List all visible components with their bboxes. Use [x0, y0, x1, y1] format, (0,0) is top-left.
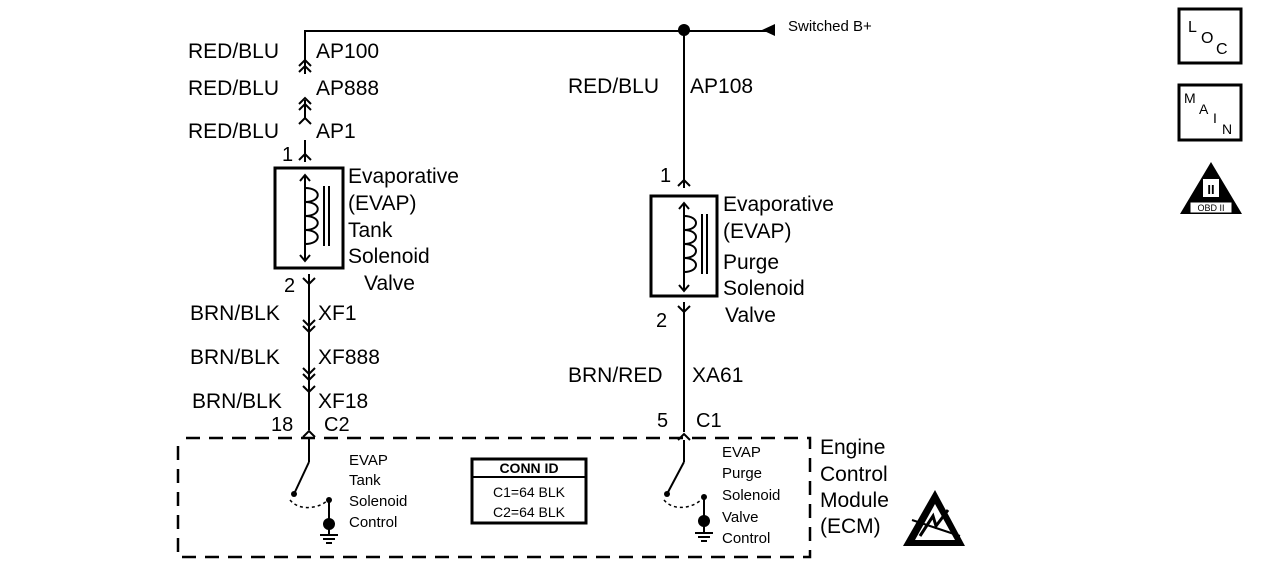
svg-text:II: II: [1207, 182, 1214, 197]
conn-id-row: C2=64 BLK: [493, 504, 566, 520]
ecm-name-line: Engine: [820, 436, 885, 459]
connector-chevron-icon: [302, 385, 316, 394]
wire-color-label: BRN/BLK: [190, 302, 280, 325]
ecm-name-line: Control: [820, 463, 888, 486]
svg-text:O: O: [1201, 30, 1213, 47]
connector-chevron-icon: [677, 178, 691, 187]
pin-number: 2: [284, 275, 295, 297]
coil-icon: [683, 215, 697, 273]
wire-color-label: RED/BLU: [188, 40, 279, 63]
control-label-line: EVAP: [722, 444, 761, 461]
power-label: Switched B+: [788, 18, 872, 35]
svg-text:C: C: [1216, 41, 1228, 58]
connector-chevron-icon: [302, 277, 316, 286]
obd-ii-icon: II OBD II: [1180, 162, 1242, 214]
wire-color-label: RED/BLU: [188, 120, 279, 143]
connector-chevron-icon: [302, 429, 316, 438]
svg-text:I: I: [1213, 110, 1217, 126]
connector-chevron-icon: [298, 116, 312, 125]
power-arrow-icon: [762, 24, 775, 36]
svg-text:N: N: [1222, 121, 1232, 137]
ecm-module: Engine Control Module (ECM) EVAP Tank So…: [176, 436, 965, 559]
control-label-line: Solenoid: [722, 487, 780, 504]
pin-number: 1: [660, 165, 671, 187]
purge-control-switch-icon: [663, 440, 713, 542]
conn-id-row: C1=64 BLK: [493, 484, 566, 500]
arrow-down-icon: [678, 284, 690, 293]
connector-chevron-icon: [298, 152, 312, 161]
connector-chevron-icon: [298, 58, 312, 73]
pin-number: 5: [657, 410, 668, 432]
svg-text:L: L: [1188, 19, 1197, 36]
svg-text:M: M: [1184, 90, 1196, 106]
circuit-number-label: XF1: [318, 302, 357, 325]
connector-chevron-icon: [677, 305, 691, 314]
main-icon: M A I N: [1177, 83, 1243, 142]
arrow-down-icon: [299, 254, 311, 263]
arrow-up-icon: [299, 173, 311, 182]
purge-solenoid-valve-symbol: [649, 194, 719, 298]
tank-solenoid-valve-symbol: [273, 166, 345, 270]
connector-id: C2: [324, 414, 350, 436]
connector-id: C1: [696, 410, 722, 432]
arrow-up-icon: [678, 201, 690, 210]
wire-color-label: BRN/BLK: [192, 390, 282, 413]
wire-color-label: RED/BLU: [188, 77, 279, 100]
component-name-line: Evaporative: [348, 165, 459, 188]
svg-text:A: A: [1199, 101, 1209, 117]
ecm-name-line: Module: [820, 489, 889, 512]
power-bus: Switched B+: [304, 18, 872, 62]
tank-control-switch-icon: [289, 438, 338, 544]
control-label-line: Purge: [722, 465, 762, 482]
component-name-line: Purge: [723, 251, 779, 274]
wire-color-label: BRN/BLK: [190, 346, 280, 369]
component-name-line: Valve: [364, 272, 415, 295]
component-name-line: Evaporative: [723, 193, 834, 216]
pin-number: 1: [282, 144, 293, 166]
connector-chevron-icon: [298, 96, 312, 111]
ecm-name-line: (ECM): [820, 515, 881, 538]
wire-color-label: RED/BLU: [568, 75, 659, 98]
right-circuit: RED/BLU AP108 1 Evaporative (EVAP) Purge…: [568, 30, 834, 441]
circuit-number-label: XA61: [692, 364, 743, 387]
circuit-number-label: AP108: [690, 75, 753, 98]
conn-id-table: CONN ID C1=64 BLK C2=64 BLK: [470, 457, 588, 525]
connector-chevron-icon: [302, 367, 316, 382]
left-circuit: RED/BLU AP100 RED/BLU AP888 RED/BLU AP1 …: [188, 40, 459, 438]
component-name-line: Valve: [725, 304, 776, 327]
component-name-line: Solenoid: [723, 277, 805, 300]
circuit-number-label: XF18: [318, 390, 368, 413]
loc-icon: L O C: [1177, 7, 1243, 65]
svg-text:OBD II: OBD II: [1197, 203, 1224, 213]
control-label-line: Control: [349, 514, 397, 531]
control-label-line: Tank: [349, 472, 381, 489]
control-label-line: EVAP: [349, 452, 388, 469]
component-name-line: Solenoid: [348, 245, 430, 268]
control-label-line: Solenoid: [349, 493, 407, 510]
wire-color-label: BRN/RED: [568, 364, 663, 387]
connector-chevron-icon: [302, 319, 316, 334]
circuit-number-label: AP100: [316, 40, 379, 63]
pin-number: 18: [271, 414, 293, 436]
conn-id-title: CONN ID: [499, 460, 558, 476]
circuit-number-label: XF888: [318, 346, 380, 369]
esd-sensitive-icon: [903, 490, 965, 546]
control-label-line: Control: [722, 530, 770, 547]
component-name-line: Tank: [348, 219, 393, 242]
component-name-line: (EVAP): [723, 220, 791, 243]
circuit-number-label: AP888: [316, 77, 379, 100]
component-name-line: (EVAP): [348, 192, 416, 215]
circuit-number-label: AP1: [316, 120, 356, 143]
coil-icon: [304, 187, 319, 245]
pin-number: 2: [656, 310, 667, 332]
control-label-line: Valve: [722, 509, 758, 526]
